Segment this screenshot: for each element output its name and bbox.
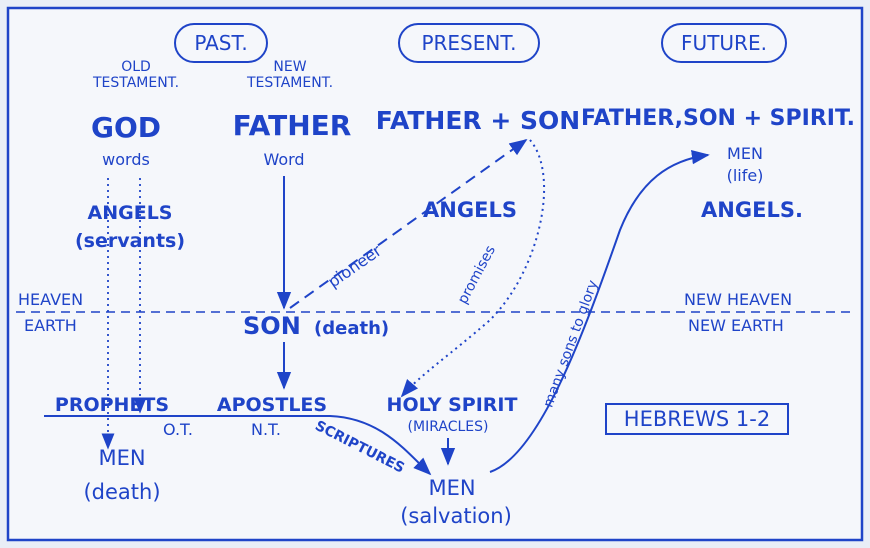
- angels-future-label: ANGELS.: [701, 198, 803, 222]
- ot-label: O.T.: [163, 420, 193, 439]
- scriptures-line: [44, 415, 432, 476]
- apostles-label: APOSTLES: [216, 394, 328, 416]
- new-earth-label: NEW EARTH: [688, 316, 784, 335]
- earth-label: EARTH: [24, 316, 77, 335]
- men-death-line1: MEN: [98, 446, 146, 470]
- heaven-label: HEAVEN: [18, 290, 84, 309]
- diagram-frame: [6, 6, 864, 542]
- god-label: GOD: [90, 111, 162, 144]
- new-testament-line2: TESTAMENT.: [246, 75, 334, 91]
- miracles-label: (MIRACLES): [407, 419, 489, 435]
- father-label: FATHER: [232, 109, 352, 142]
- men-life-line1: MEN: [727, 144, 763, 163]
- holy-spirit-label: HOLY SPIRIT: [386, 394, 518, 416]
- word-label: Word: [263, 150, 305, 169]
- angels-servants-line1: ANGELS: [87, 202, 173, 224]
- era-present: PRESENT.: [398, 23, 540, 63]
- new-heaven-label: NEW HEAVEN: [684, 290, 793, 309]
- angels-servants-line2: (servants): [74, 230, 186, 252]
- hebrews-label: HEBREWS 1-2: [623, 407, 771, 431]
- men-salvation-line1: MEN: [428, 476, 476, 500]
- era-past: PAST.: [174, 23, 268, 63]
- old-testament-line2: TESTAMENT.: [92, 75, 180, 91]
- words-label: words: [102, 150, 150, 169]
- era-future: FUTURE.: [661, 23, 787, 63]
- men-death-line2: (death): [83, 480, 161, 504]
- father-son-spirit-label: FATHER,SON + SPIRIT.: [581, 106, 855, 131]
- angels-present-label: ANGELS: [423, 198, 517, 222]
- men-life-line2: (life): [726, 166, 764, 185]
- death-label: (death): [314, 318, 390, 339]
- old-testament-line1: OLD: [121, 59, 151, 75]
- hebrews-box: [605, 403, 789, 435]
- father-son-label: FATHER + SON: [375, 106, 581, 135]
- prophets-label: PROPHETS: [54, 394, 170, 416]
- nt-label: N.T.: [250, 420, 282, 439]
- men-salvation-line2: (salvation): [400, 504, 512, 528]
- pioneer-arrow: [289, 138, 528, 309]
- son-label: SON: [243, 312, 301, 340]
- new-testament-line1: NEW: [273, 59, 307, 75]
- many-sons-arrow: [489, 149, 710, 473]
